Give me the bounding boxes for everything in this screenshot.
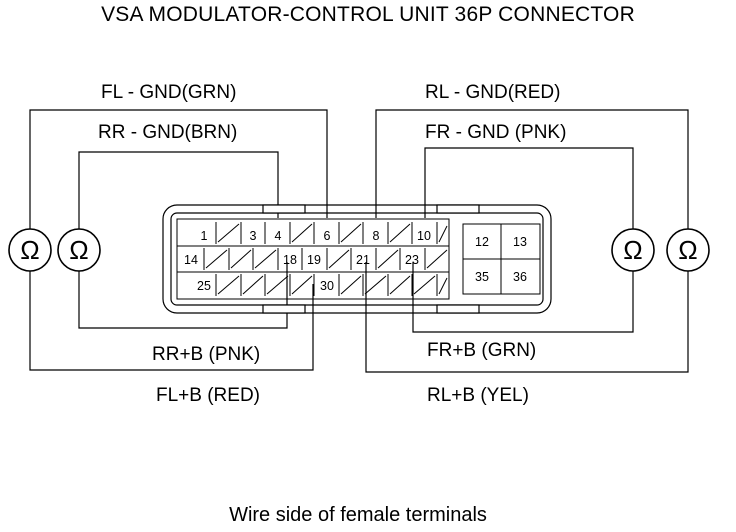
label-fr-gnd: FR - GND (PNK) (425, 122, 566, 143)
ohmmeter-fl (8, 228, 52, 272)
label-rr-gnd: RR - GND(BRN) (98, 122, 237, 143)
ohmmeter-rr (57, 228, 101, 272)
ohm-symbols: Ω Ω Ω Ω (20, 235, 697, 265)
wire-fr-gnd (424, 147, 634, 229)
pin-36: 36 (513, 270, 527, 284)
ohmmeter-rl (666, 228, 710, 272)
pin-13: 13 (513, 235, 527, 249)
ohmmeters (8, 228, 710, 272)
ohm-icon: Ω (678, 235, 697, 265)
pin-numbers: 1 3 4 6 8 10 14 18 19 21 23 25 30 12 13 … (184, 229, 527, 293)
pin-35: 35 (475, 270, 489, 284)
caption: Wire side of female terminals (229, 504, 487, 526)
wire-fl-gnd (29, 109, 328, 229)
label-rl-b: RL+B (YEL) (427, 385, 529, 406)
terminal-block-left (176, 218, 450, 300)
ohm-icon: Ω (623, 235, 642, 265)
wire-rl-gnd (375, 109, 689, 229)
wire-fr-b (412, 262, 634, 333)
pin-14: 14 (184, 253, 198, 267)
pin-23: 23 (405, 253, 419, 267)
pin-6: 6 (324, 229, 331, 243)
pin-10: 10 (417, 229, 431, 243)
diagram-title: VSA MODULATOR-CONTROL UNIT 36P CONNECTOR (101, 3, 635, 26)
label-rl-gnd: RL - GND(RED) (425, 82, 560, 103)
wiring (29, 109, 689, 373)
pin-1: 1 (201, 229, 208, 243)
connector-housing (162, 204, 552, 314)
pin-3: 3 (250, 229, 257, 243)
pin-8: 8 (373, 229, 380, 243)
pin-21: 21 (356, 253, 370, 267)
pin-30: 30 (320, 279, 334, 293)
wire-labels: FL - GND(GRN) RR - GND(BRN) RL - GND(RED… (98, 82, 566, 406)
terminal-block-right (462, 223, 541, 295)
pin-12: 12 (475, 235, 489, 249)
ohm-icon: Ω (20, 235, 39, 265)
wire-rl-b (365, 262, 689, 373)
ohm-icon: Ω (69, 235, 88, 265)
wire-rr-gnd (78, 151, 279, 229)
label-rr-b: RR+B (PNK) (152, 344, 260, 365)
label-fl-b: FL+B (RED) (156, 385, 260, 406)
wire-fl-b (29, 270, 314, 371)
pin-19: 19 (307, 253, 321, 267)
pin-25: 25 (197, 279, 211, 293)
label-fl-gnd: FL - GND(GRN) (101, 82, 236, 103)
pin-4: 4 (275, 229, 282, 243)
pin-18: 18 (283, 253, 297, 267)
wire-rr-b (78, 262, 288, 329)
ohmmeter-fr (611, 228, 655, 272)
label-fr-b: FR+B (GRN) (427, 340, 536, 361)
